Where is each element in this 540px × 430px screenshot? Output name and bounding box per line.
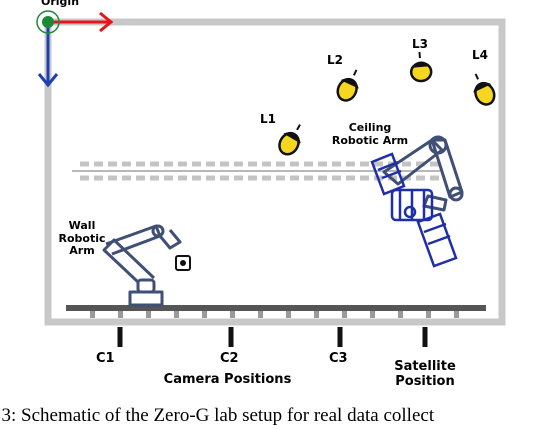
rail-tie bbox=[398, 311, 403, 318]
satellite-position-line1: Satellite bbox=[394, 359, 456, 374]
satellite bbox=[370, 152, 458, 268]
lamp-l2-label: L2 bbox=[327, 53, 343, 67]
rail-tie bbox=[370, 311, 375, 318]
wall-robotic-arm bbox=[102, 224, 191, 307]
rail-tie bbox=[286, 311, 291, 318]
rail-tie bbox=[174, 311, 179, 318]
camera-c1-marker bbox=[117, 327, 123, 347]
wall-arm-label-line2: Robotic bbox=[58, 231, 106, 245]
wall-arm-label-line3: Arm bbox=[69, 244, 95, 258]
ceiling-arm-label: Ceiling Robotic Arm bbox=[320, 121, 420, 147]
lamp-l4-label: L4 bbox=[472, 48, 488, 62]
rail-tie bbox=[342, 311, 347, 318]
ceiling-arm-label-line2: Robotic Arm bbox=[331, 133, 409, 147]
figure-caption: . 3: Schematic of the Zero-G lab setup f… bbox=[0, 405, 435, 426]
lamp-l4 bbox=[473, 73, 496, 106]
rail-tie bbox=[230, 311, 235, 318]
lamp-l1-label: L1 bbox=[260, 112, 276, 126]
camera-c1-label: C1 bbox=[96, 351, 115, 366]
origin-ring bbox=[36, 10, 60, 34]
rail-tie bbox=[202, 311, 207, 318]
floor-rail bbox=[66, 305, 486, 318]
rail-tie bbox=[118, 311, 123, 318]
origin-axes bbox=[36, 10, 114, 88]
lamp-l3-label: L3 bbox=[412, 37, 428, 51]
rail-tie bbox=[90, 311, 95, 318]
rail-tie bbox=[146, 311, 151, 318]
lamp-l1 bbox=[278, 124, 301, 156]
camera-c3-marker bbox=[337, 327, 343, 347]
camera-c3-label: C3 bbox=[329, 351, 348, 366]
rail-tie bbox=[314, 311, 319, 318]
rail-tie bbox=[426, 311, 431, 318]
wall-arm-label-line1: Wall bbox=[68, 219, 96, 232]
camera-c2-marker bbox=[228, 327, 234, 347]
wall-arm-label: Wall Robotic Arm bbox=[52, 219, 112, 258]
rail-tie bbox=[454, 311, 459, 318]
ceiling-arm-label-line1: Ceiling bbox=[348, 121, 392, 134]
origin-dot bbox=[42, 16, 54, 28]
origin-label: Origin bbox=[41, 0, 80, 8]
satellite-position-label: Satellite Position bbox=[375, 359, 475, 390]
satellite-position-line2: Position bbox=[395, 373, 455, 389]
rail-tie bbox=[258, 311, 263, 318]
lamp-l3 bbox=[409, 51, 433, 83]
camera-c2-label: C2 bbox=[220, 351, 239, 366]
lamp-l2 bbox=[336, 69, 359, 102]
satellite-position-marker bbox=[422, 327, 428, 347]
lab-room-wall bbox=[44, 18, 506, 326]
camera-positions-label: Camera Positions bbox=[163, 372, 292, 387]
